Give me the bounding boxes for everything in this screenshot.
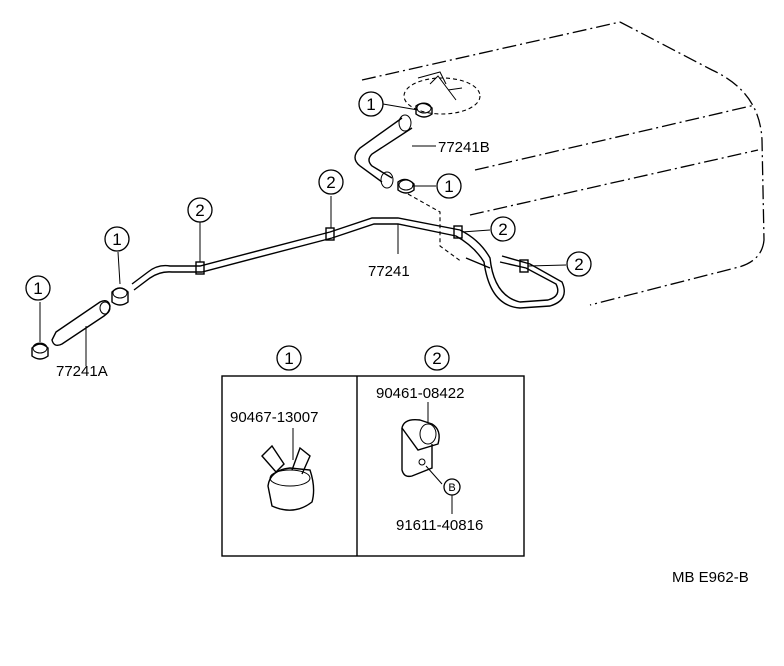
svg-text:2: 2: [432, 349, 441, 368]
bolt-callout: B: [443, 478, 461, 496]
svg-text:1: 1: [444, 177, 453, 196]
label-77241b: 77241B: [438, 139, 490, 156]
leader-lines: [39, 103, 567, 366]
svg-text:2: 2: [326, 173, 335, 192]
hose-77241a: [51, 299, 111, 347]
svg-text:2: 2: [195, 201, 204, 220]
callout-2-a: 2: [318, 169, 344, 195]
svg-text:1: 1: [366, 95, 375, 114]
pipe-clamp-drawing: [401, 402, 443, 485]
label-bolt-part-no: 91611-40816: [396, 517, 483, 534]
svg-text:1: 1: [112, 230, 121, 249]
detail-callout-1: 1: [276, 345, 302, 371]
svg-text:1: 1: [33, 279, 42, 298]
svg-text:1: 1: [284, 349, 293, 368]
label-clamp-part-no: 90461-08422: [376, 385, 464, 402]
svg-text:2: 2: [574, 255, 583, 274]
callout-1-b: 1: [436, 173, 462, 199]
callout-2-d: 2: [566, 251, 592, 277]
callout-1-c: 1: [104, 226, 130, 252]
svg-text:2: 2: [498, 220, 507, 239]
clip-lower-left: [31, 342, 49, 360]
clip-upper-top: [415, 102, 433, 118]
label-77241a: 77241A: [56, 363, 108, 380]
fuel-tank-outline: [361, 21, 765, 306]
clip-lower-right: [111, 287, 129, 306]
callout-1-a: 1: [358, 91, 384, 117]
pipe-77241: [131, 217, 565, 309]
callout-2-b: 2: [187, 197, 213, 223]
figure-code: MB E962-B: [672, 569, 749, 586]
detail-callout-2: 2: [424, 345, 450, 371]
callout-1-d: 1: [25, 275, 51, 301]
clamp-b: [325, 227, 335, 241]
hose-77241b: [354, 114, 413, 189]
detail-box: [221, 375, 525, 557]
svg-text:B: B: [448, 482, 455, 494]
label-77241: 77241: [368, 263, 410, 280]
hose-clip-drawing: [261, 428, 315, 511]
callout-2-c: 2: [490, 216, 516, 242]
label-clip-part-no: 90467-13007: [230, 409, 318, 426]
clip-upper-mid: [397, 178, 415, 194]
